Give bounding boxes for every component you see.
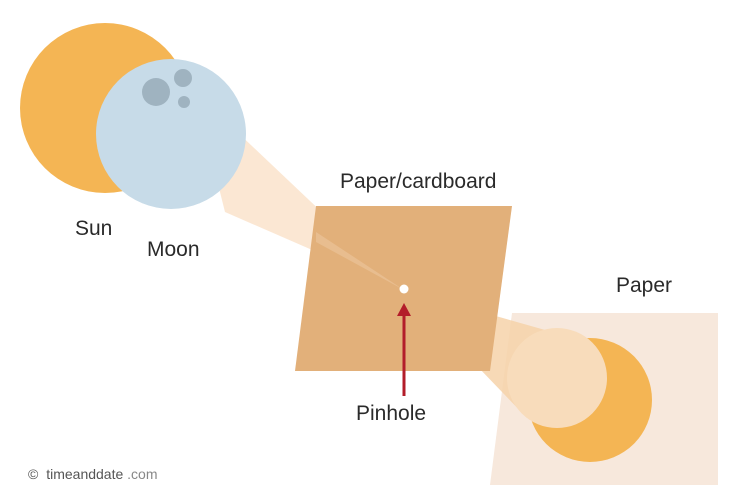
label-paper: Paper [616,274,672,297]
label-moon: Moon [147,238,200,261]
moon-icon [96,59,246,209]
label-paper-cardboard: Paper/cardboard [340,170,496,193]
beam-on-cardboard [316,232,404,290]
brand-domain: .com [127,466,157,482]
moon-disc [96,59,246,209]
credit-text: © timeanddate .com [28,466,158,482]
brand-name: timeanddate [46,466,123,482]
copyright-symbol: © [28,466,39,482]
arrow-up-icon [397,303,411,396]
moon-crater-small [178,96,190,108]
arrow-head [397,303,411,316]
label-sun: Sun [75,217,112,240]
label-pinhole: Pinhole [356,402,426,425]
projected-eclipse-image [507,328,652,462]
pinhole-icon [399,284,409,294]
moon-crater-large [142,78,170,106]
projected-moon [507,328,607,428]
moon-crater-medium [174,69,192,87]
